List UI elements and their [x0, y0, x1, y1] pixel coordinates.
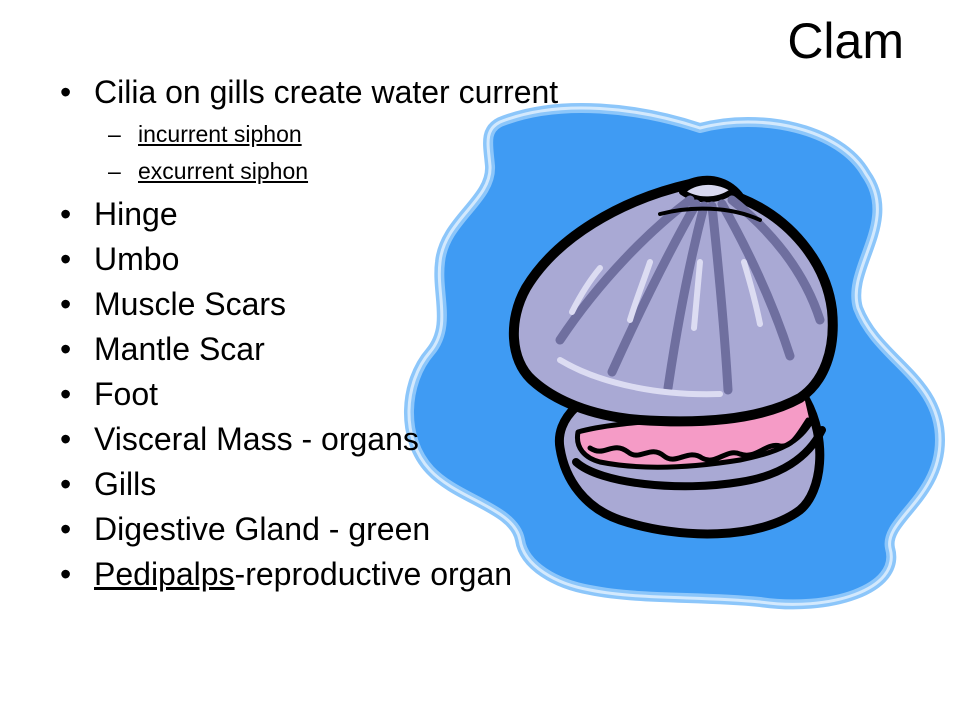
bullet-glyph: •: [60, 331, 72, 367]
bullet-text: Hinge: [94, 196, 178, 232]
bullet-glyph: •: [60, 556, 72, 592]
bullet-text: Cilia on gills create water current: [94, 74, 559, 110]
bullet-text: Gills: [94, 466, 157, 502]
bullet-glyph: •: [60, 421, 72, 457]
bullet-glyph: •: [60, 74, 72, 110]
bullet-text: Mantle Scar: [94, 331, 265, 367]
bullet-glyph: •: [60, 511, 72, 547]
bullet-glyph: •: [60, 466, 72, 502]
bullet-text: Umbo: [94, 241, 180, 277]
bullet-text: Muscle Scars: [94, 286, 287, 322]
bullet-text: Foot: [94, 376, 159, 412]
underlined-term: Pedipalps: [94, 556, 235, 592]
bullet-text: Digestive Gland - green: [94, 511, 431, 547]
bullet-glyph: •: [60, 196, 72, 232]
dash-glyph: –: [108, 121, 121, 147]
dash-glyph: –: [108, 158, 121, 184]
bullet-glyph: •: [60, 376, 72, 412]
bullet-text: Pedipalps-reproductive organ: [94, 556, 512, 593]
bullet-text: Visceral Mass - organs: [94, 421, 419, 457]
sub-bullet-text: excurrent siphon: [138, 158, 309, 184]
sub-bullet-text: incurrent siphon: [138, 121, 302, 147]
bullet-glyph: •: [60, 286, 72, 322]
upper-shell: [508, 175, 838, 427]
slide-title: Clam: [787, 13, 904, 69]
bullet-glyph: •: [60, 241, 72, 277]
bullet-text-rest: -reproductive organ: [234, 556, 513, 592]
umbo: [679, 179, 737, 203]
